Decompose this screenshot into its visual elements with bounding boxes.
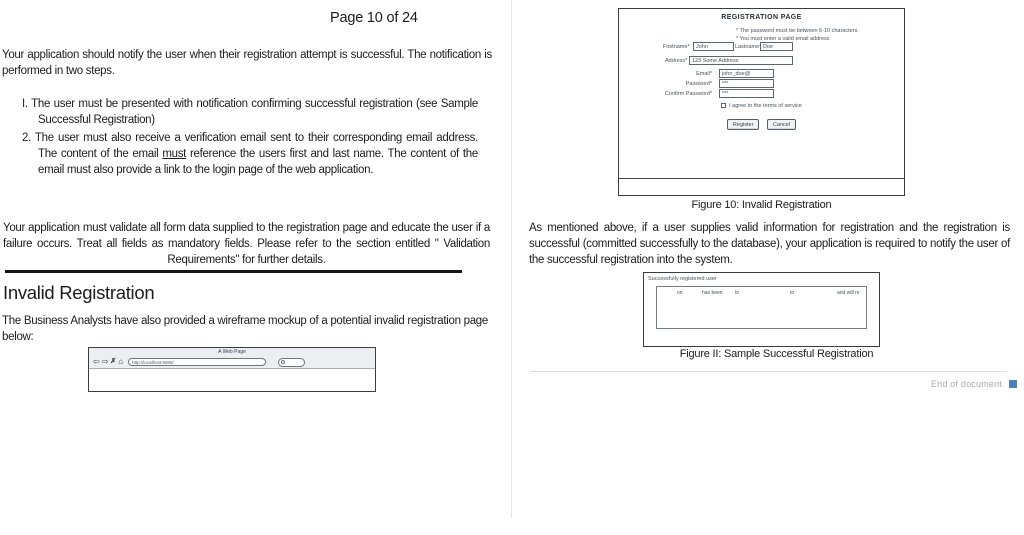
message-fragment: has been xyxy=(702,290,723,296)
section-heading-invalid-registration: Invalid Registration xyxy=(3,282,155,303)
intro-paragraph: Your application should notify the user … xyxy=(2,49,492,77)
search-oval xyxy=(278,357,306,367)
password-label: Password* xyxy=(685,80,712,87)
address-label: Address* xyxy=(665,57,688,64)
register-button: Register xyxy=(726,119,760,130)
success-paragraph: As mentioned above, if a user supplies v… xyxy=(529,222,1010,266)
end-rule xyxy=(530,371,1007,372)
wireframe-intro-paragraph: The Business Analysts have also provided… xyxy=(2,315,488,343)
end-of-document-label: End of document xyxy=(930,379,1002,389)
page-number: Page 10 of 24 xyxy=(330,10,418,26)
email-label: Email* xyxy=(696,70,712,77)
terms-checkbox-icon xyxy=(721,103,727,108)
error-message-email: * You must enter a valid email address xyxy=(736,35,830,42)
browser-window-title: A Web Page xyxy=(218,349,246,355)
list-item-2-must-underlined: must xyxy=(162,148,187,160)
firstname-field: John xyxy=(693,42,734,51)
list-item-2-marker: 2. xyxy=(22,132,31,144)
confirm-password-label: Confirm Password* xyxy=(664,90,712,97)
wireframe-footer-line xyxy=(619,178,904,179)
confirm-password-field: *** xyxy=(719,89,774,98)
stop-icon: ✗ xyxy=(110,358,117,365)
list-item-1: I. The user must be presented with notif… xyxy=(22,96,478,128)
address-bar: http://localhost:8080/ xyxy=(128,358,267,366)
lastname-label: Lastname* xyxy=(735,43,762,50)
browser-toolbar: ⇦ ⇨ ✗ ⌂ http://localhost:8080/ xyxy=(89,356,375,368)
password-field: *** xyxy=(719,79,774,88)
browser-chrome-bar: A Web Page ⇦ ⇨ ✗ ⌂ http://localhost:8080… xyxy=(89,348,375,369)
message-fragment: on xyxy=(677,290,683,296)
column-divider xyxy=(511,0,512,518)
end-of-document-marker: End of document xyxy=(530,379,1017,389)
back-arrow-icon: ⇦ xyxy=(93,357,100,366)
message-fragment: and will re xyxy=(837,290,860,296)
end-of-document-square-icon xyxy=(1009,380,1017,388)
home-icon: ⌂ xyxy=(118,357,124,366)
success-message-box: on has been to to and will re xyxy=(656,286,867,329)
error-message-password: * The password must be between 6-10 char… xyxy=(736,28,859,34)
figure-10-caption: Figure 10: Invalid Registration xyxy=(691,199,832,211)
address-field: 123 Some Address xyxy=(689,56,793,65)
message-fragment: to xyxy=(735,290,740,296)
validation-paragraph: Your application must validate all form … xyxy=(3,222,490,266)
registration-page-title: REGISTRATION PAGE xyxy=(721,14,802,21)
list-item-2-text-b: reference the users first and last name.… xyxy=(38,148,478,176)
lastname-field: Doe xyxy=(760,42,793,51)
registration-wireframe-figure: REGISTRATION PAGE * The password must be… xyxy=(618,8,905,196)
list-item-1-text: The user must be presented with notifica… xyxy=(27,98,478,126)
terms-checkbox-row: I agree to the terms of service xyxy=(619,103,904,109)
list-item-1-marker: I. xyxy=(22,98,28,110)
section-divider-rule xyxy=(5,270,462,273)
cancel-button: Cancel xyxy=(766,119,797,130)
registration-buttons-row: Register Cancel xyxy=(619,119,904,130)
email-field: john_doe@ xyxy=(719,69,774,78)
search-dot-icon xyxy=(281,360,286,364)
browser-wireframe-figure: A Web Page ⇦ ⇨ ✗ ⌂ http://localhost:8080… xyxy=(88,347,376,392)
success-header-text: Successfully registered user xyxy=(648,276,717,282)
success-wireframe-figure: Successfully registered user on has been… xyxy=(643,272,880,347)
figure-11-caption: Figure II: Sample Successful Registratio… xyxy=(679,348,874,360)
forward-arrow-icon: ⇨ xyxy=(101,357,109,366)
list-item-2-text-a: The user must also receive a verificatio… xyxy=(31,132,478,160)
list-item-2: 2. The user must also receive a verifica… xyxy=(22,130,478,178)
firstname-label: Firstname* xyxy=(663,43,690,50)
terms-checkbox-label: I agree to the terms of service xyxy=(729,103,802,109)
message-fragment: to xyxy=(790,290,795,296)
